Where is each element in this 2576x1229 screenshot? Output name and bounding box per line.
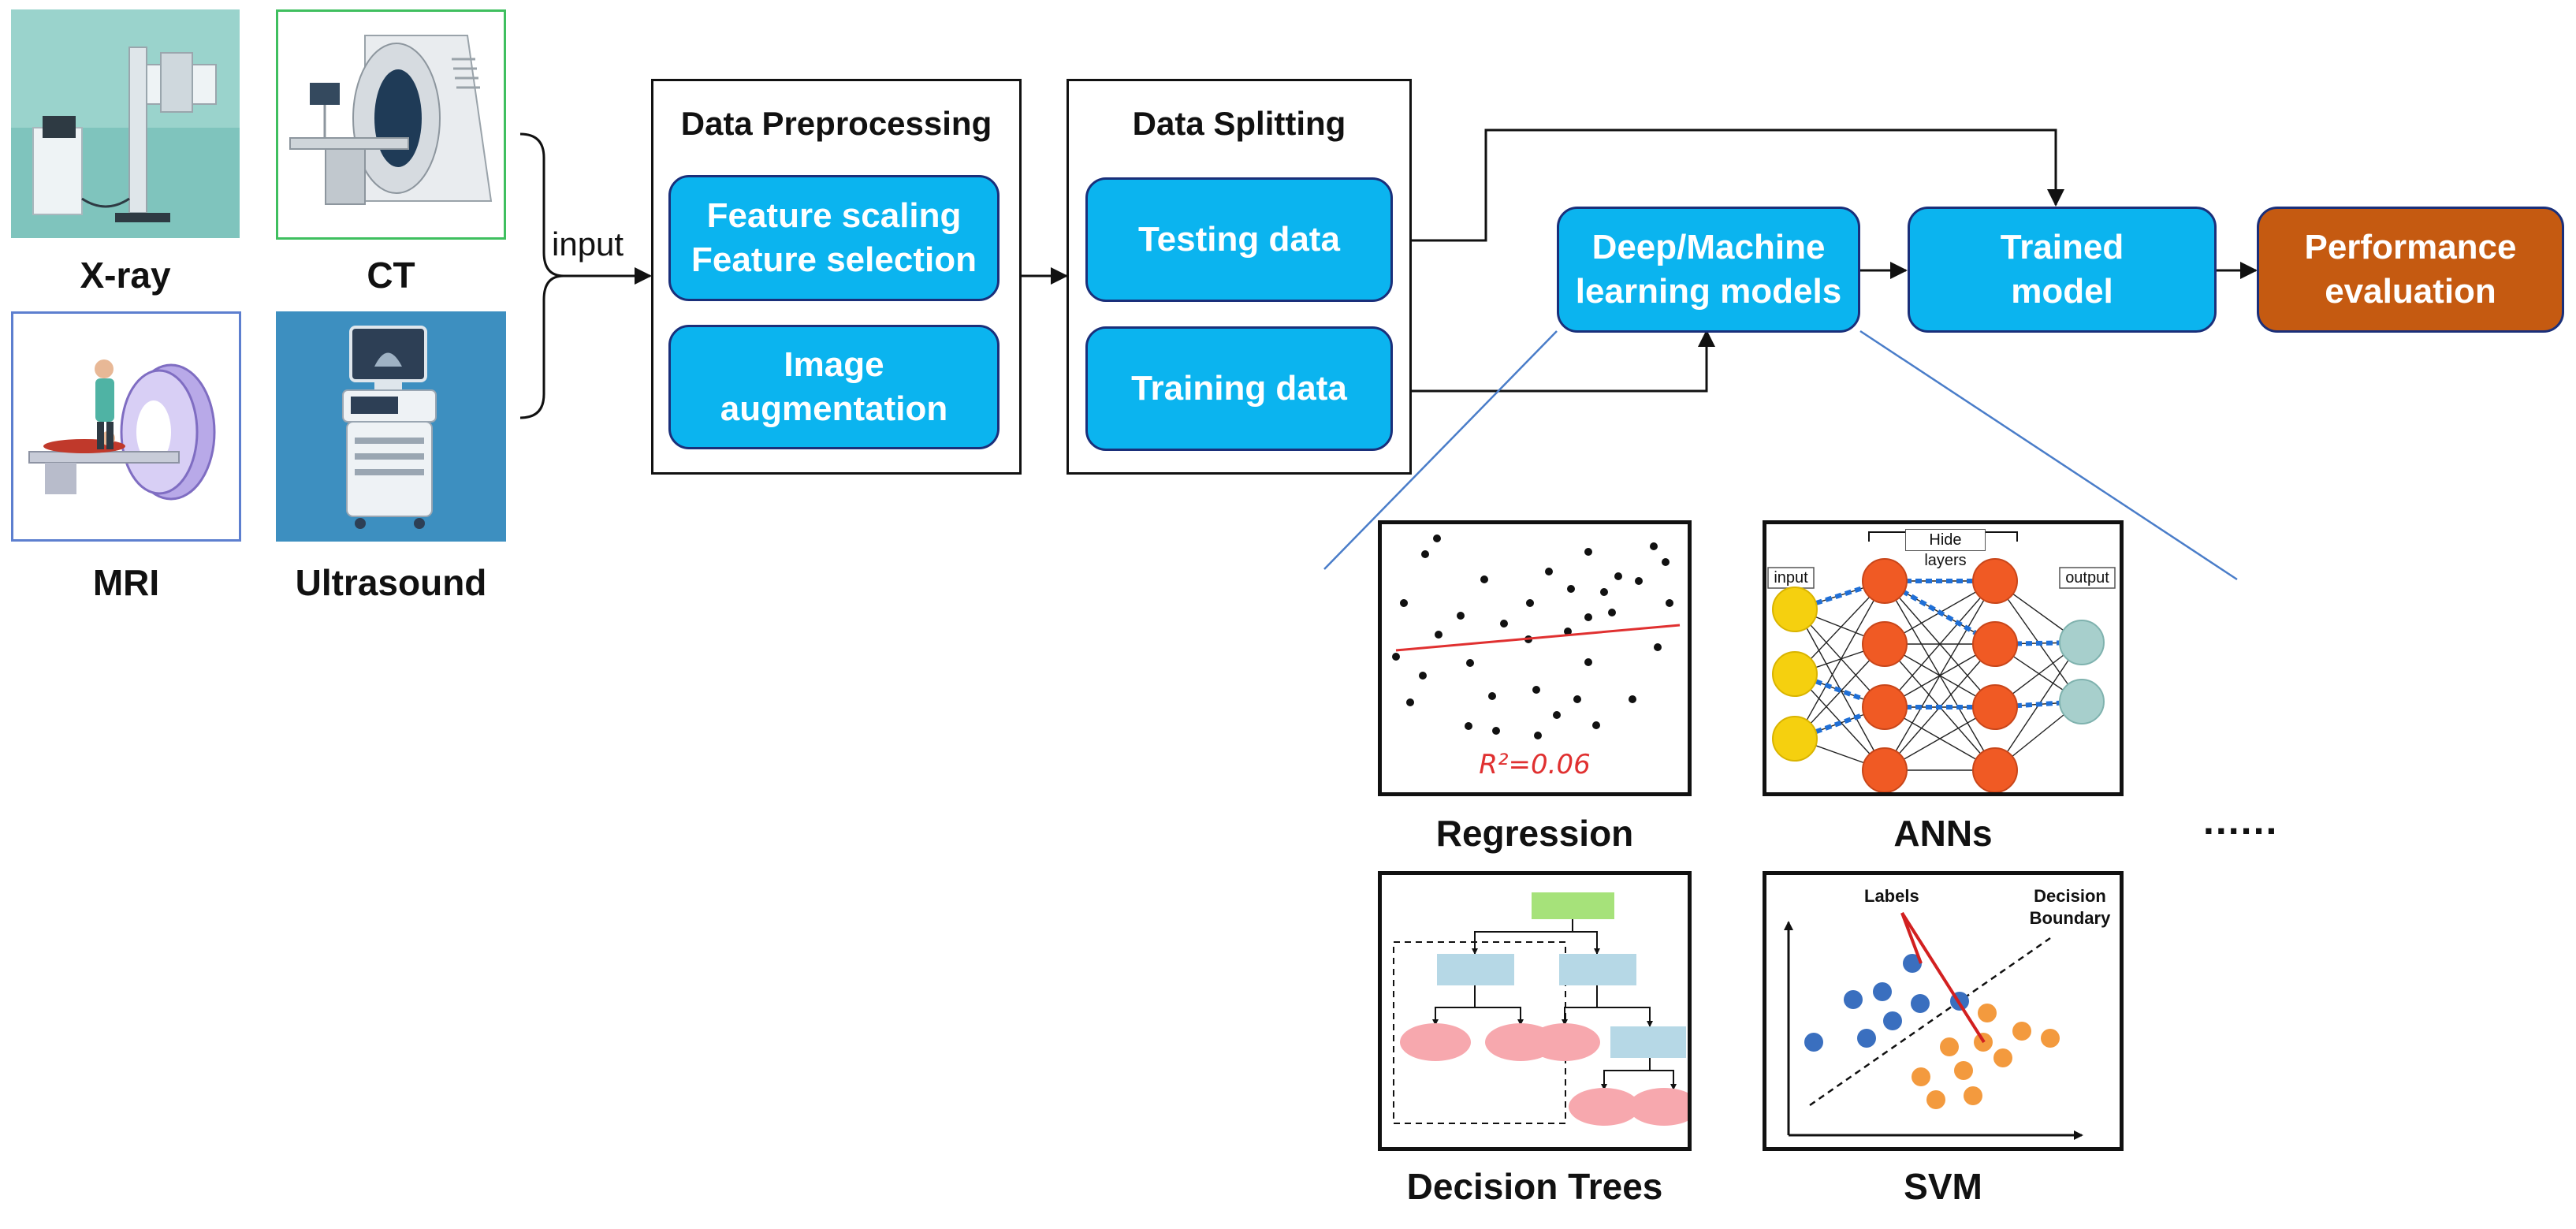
zoom-line-right (1859, 330, 2238, 581)
regression-label: Regression (1435, 813, 1634, 854)
decision-tree-diagram (1393, 892, 1688, 1126)
network-edges (1796, 580, 2081, 771)
ultrasound-image (276, 311, 506, 542)
regression-points (1392, 534, 1673, 739)
ml-models-box[interactable]: Deep/Machine learning models (1557, 207, 1860, 333)
performance-evaluation-box[interactable]: Performance evaluation (2257, 207, 2564, 333)
zoom-line-left (1323, 330, 1558, 570)
ml-models-line2: learning models (1575, 272, 1842, 311)
feature-scaling-selection-box[interactable]: Feature scaling Feature selection (668, 175, 1000, 301)
svm-class-b-points (1912, 1004, 2060, 1109)
input-brace (519, 132, 564, 419)
decision-trees-panel (1378, 871, 1692, 1151)
xray-image (11, 9, 240, 238)
regression-fit-line (1395, 624, 1681, 652)
ann-input-label: input (1774, 569, 1808, 587)
xray-label: X-ray (80, 255, 171, 296)
ct-scanner-icon (289, 35, 493, 205)
arrow-training-to-models (1393, 330, 1715, 393)
training-data-label: Training data (1131, 368, 1347, 408)
feature-selection-label: Feature selection (691, 240, 977, 279)
mri-scanner-icon (28, 359, 216, 501)
regression-scatter (1392, 534, 1681, 739)
augmentation-label: augmentation (720, 389, 948, 428)
ultrasound-machine-icon (342, 326, 437, 529)
feature-scaling-label: Feature scaling (706, 196, 962, 235)
ml-models-line1: Deep/Machine (1591, 227, 1826, 266)
anns-label: ANNs (1893, 813, 1993, 854)
ultrasound-label: Ultrasound (295, 562, 487, 603)
testing-data-box[interactable]: Testing data (1085, 177, 1393, 302)
svm-diagram (1784, 911, 2083, 1140)
xray-machine-icon (11, 9, 240, 238)
decision-boundary-line (1809, 937, 2051, 1107)
decision-trees-label: Decision Trees (1406, 1166, 1663, 1207)
preprocessing-title: Data Preprocessing (680, 105, 992, 142)
neural-network-diagram (1767, 531, 2116, 792)
testing-data-label: Testing data (1138, 219, 1340, 259)
performance-label: Performance (2304, 227, 2517, 266)
label-pointer-lines (1900, 911, 1986, 1044)
evaluation-label: evaluation (2325, 272, 2496, 311)
output-neurons (2059, 620, 2105, 724)
splitting-title: Data Splitting (1132, 105, 1346, 142)
ann-output-label: output (2065, 569, 2109, 587)
svm-label: SVM (1904, 1166, 1982, 1207)
image-label: Image (784, 344, 884, 384)
svm-boundary-text-1: Decision (2034, 886, 2106, 906)
r-squared-label: R²=0.06 (1479, 749, 1591, 780)
ct-label: CT (367, 255, 415, 296)
svm-labels-text: Labels (1864, 886, 1919, 906)
hidden-neurons (1862, 558, 2018, 792)
more-models-ellipsis: ...... (2203, 799, 2279, 843)
svm-boundary-text-2: Boundary (2029, 908, 2111, 928)
trained-model-box[interactable]: Trained model (1908, 207, 2217, 333)
input-label: input (552, 225, 624, 263)
anns-panel: Hide layers input output (1763, 520, 2124, 796)
ct-image (276, 9, 506, 240)
input-neurons (1772, 587, 1818, 762)
image-augmentation-box[interactable]: Image augmentation (668, 325, 1000, 449)
mri-image (11, 311, 241, 542)
mri-label: MRI (92, 562, 160, 603)
svm-panel: Labels Decision Boundary (1763, 871, 2124, 1151)
svm-class-a-points (1804, 954, 1969, 1052)
training-data-box[interactable]: Training data (1085, 326, 1393, 451)
hide-layers-label: Hide layers (1905, 529, 1986, 569)
regression-panel: R²=0.06 (1378, 520, 1692, 796)
arrow-testing-to-trained (1393, 128, 2064, 242)
trained-model-line1: Trained (2000, 227, 2124, 266)
trained-model-line2: model (2011, 272, 2113, 311)
